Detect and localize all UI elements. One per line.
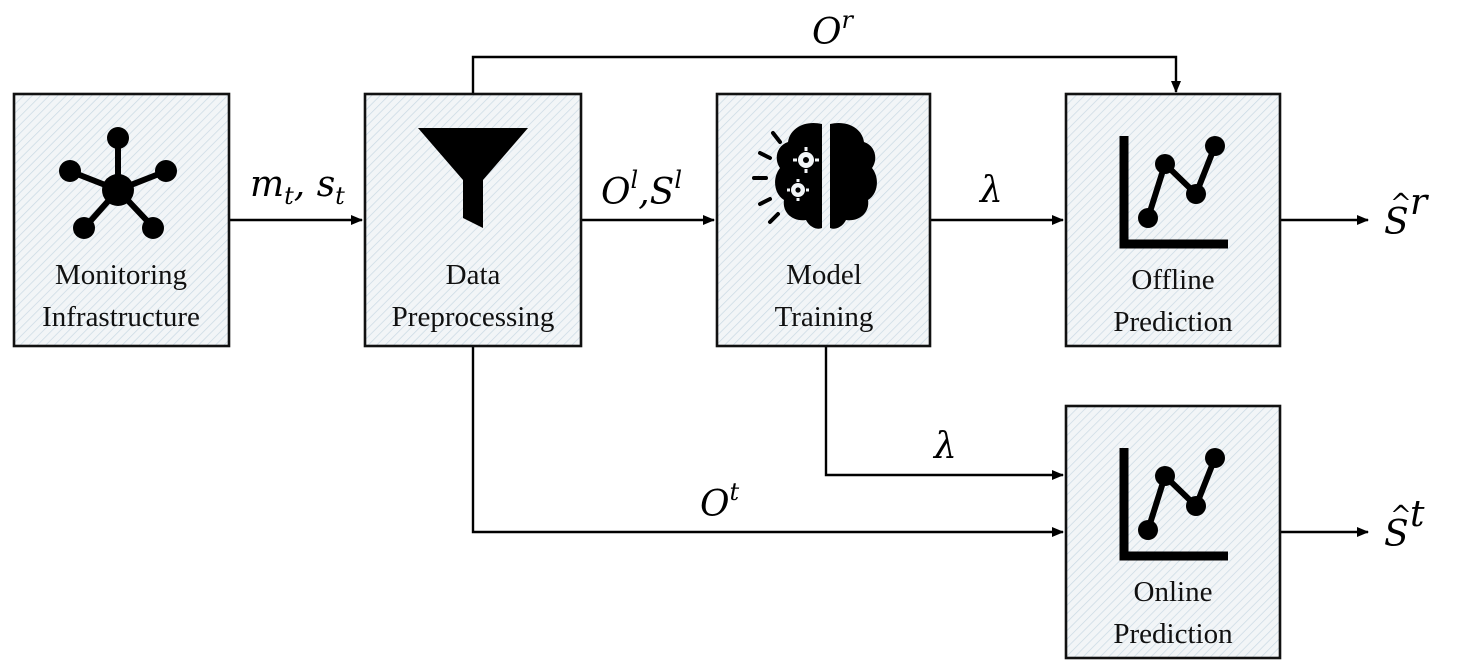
label-ot: Ot [700,478,740,525]
edge-preprocessing-online [471,346,1064,537]
preprocessing-label-line1: Data [446,259,501,291]
label-lambda-offline: λ [978,170,1003,211]
offline-label-line2: Prediction [1113,306,1233,338]
line-chart-icon [1119,136,1228,249]
online-label-line2: Prediction [1113,618,1233,650]
label-ol-sl: Ol,Sl [601,166,682,213]
label-m-s: mt, st [250,164,345,210]
monitoring-label-line1: Monitoring [55,259,187,291]
output-offline-label: S ^ r [1384,182,1429,243]
line-chart-icon [1119,448,1228,561]
svg-text:r: r [1410,182,1429,223]
node-monitoring-infrastructure: Monitoring Infrastructure [12,92,231,348]
network-hub-icon [59,127,177,239]
svg-text:t: t [1410,494,1425,535]
node-online-prediction: Online Prediction [1064,404,1282,660]
offline-label-line1: Offline [1131,264,1214,296]
svg-text:S: S [1384,514,1409,555]
online-label-line1: Online [1134,576,1213,608]
funnel-icon [418,128,528,228]
svg-text:S: S [1384,202,1409,243]
edge-preprocessing-offline [471,55,1181,94]
label-or: Or [812,6,855,53]
brain-gears-icon [752,122,877,229]
svg-text:^: ^ [1390,501,1412,531]
edge-training-online [824,346,1064,480]
monitoring-label-line2: Infrastructure [42,301,200,333]
output-online-label: S ^ t [1384,494,1425,555]
label-lambda-online: λ [932,426,957,467]
edges [229,55,1369,537]
node-model-training: Model Training [715,92,932,348]
svg-text:^: ^ [1390,189,1412,219]
node-data-preprocessing: Data Preprocessing [363,92,583,348]
training-label-line2: Training [775,301,874,333]
preprocessing-label-line2: Preprocessing [392,301,555,333]
training-label-line1: Model [786,259,862,291]
node-offline-prediction: Offline Prediction [1064,92,1282,348]
